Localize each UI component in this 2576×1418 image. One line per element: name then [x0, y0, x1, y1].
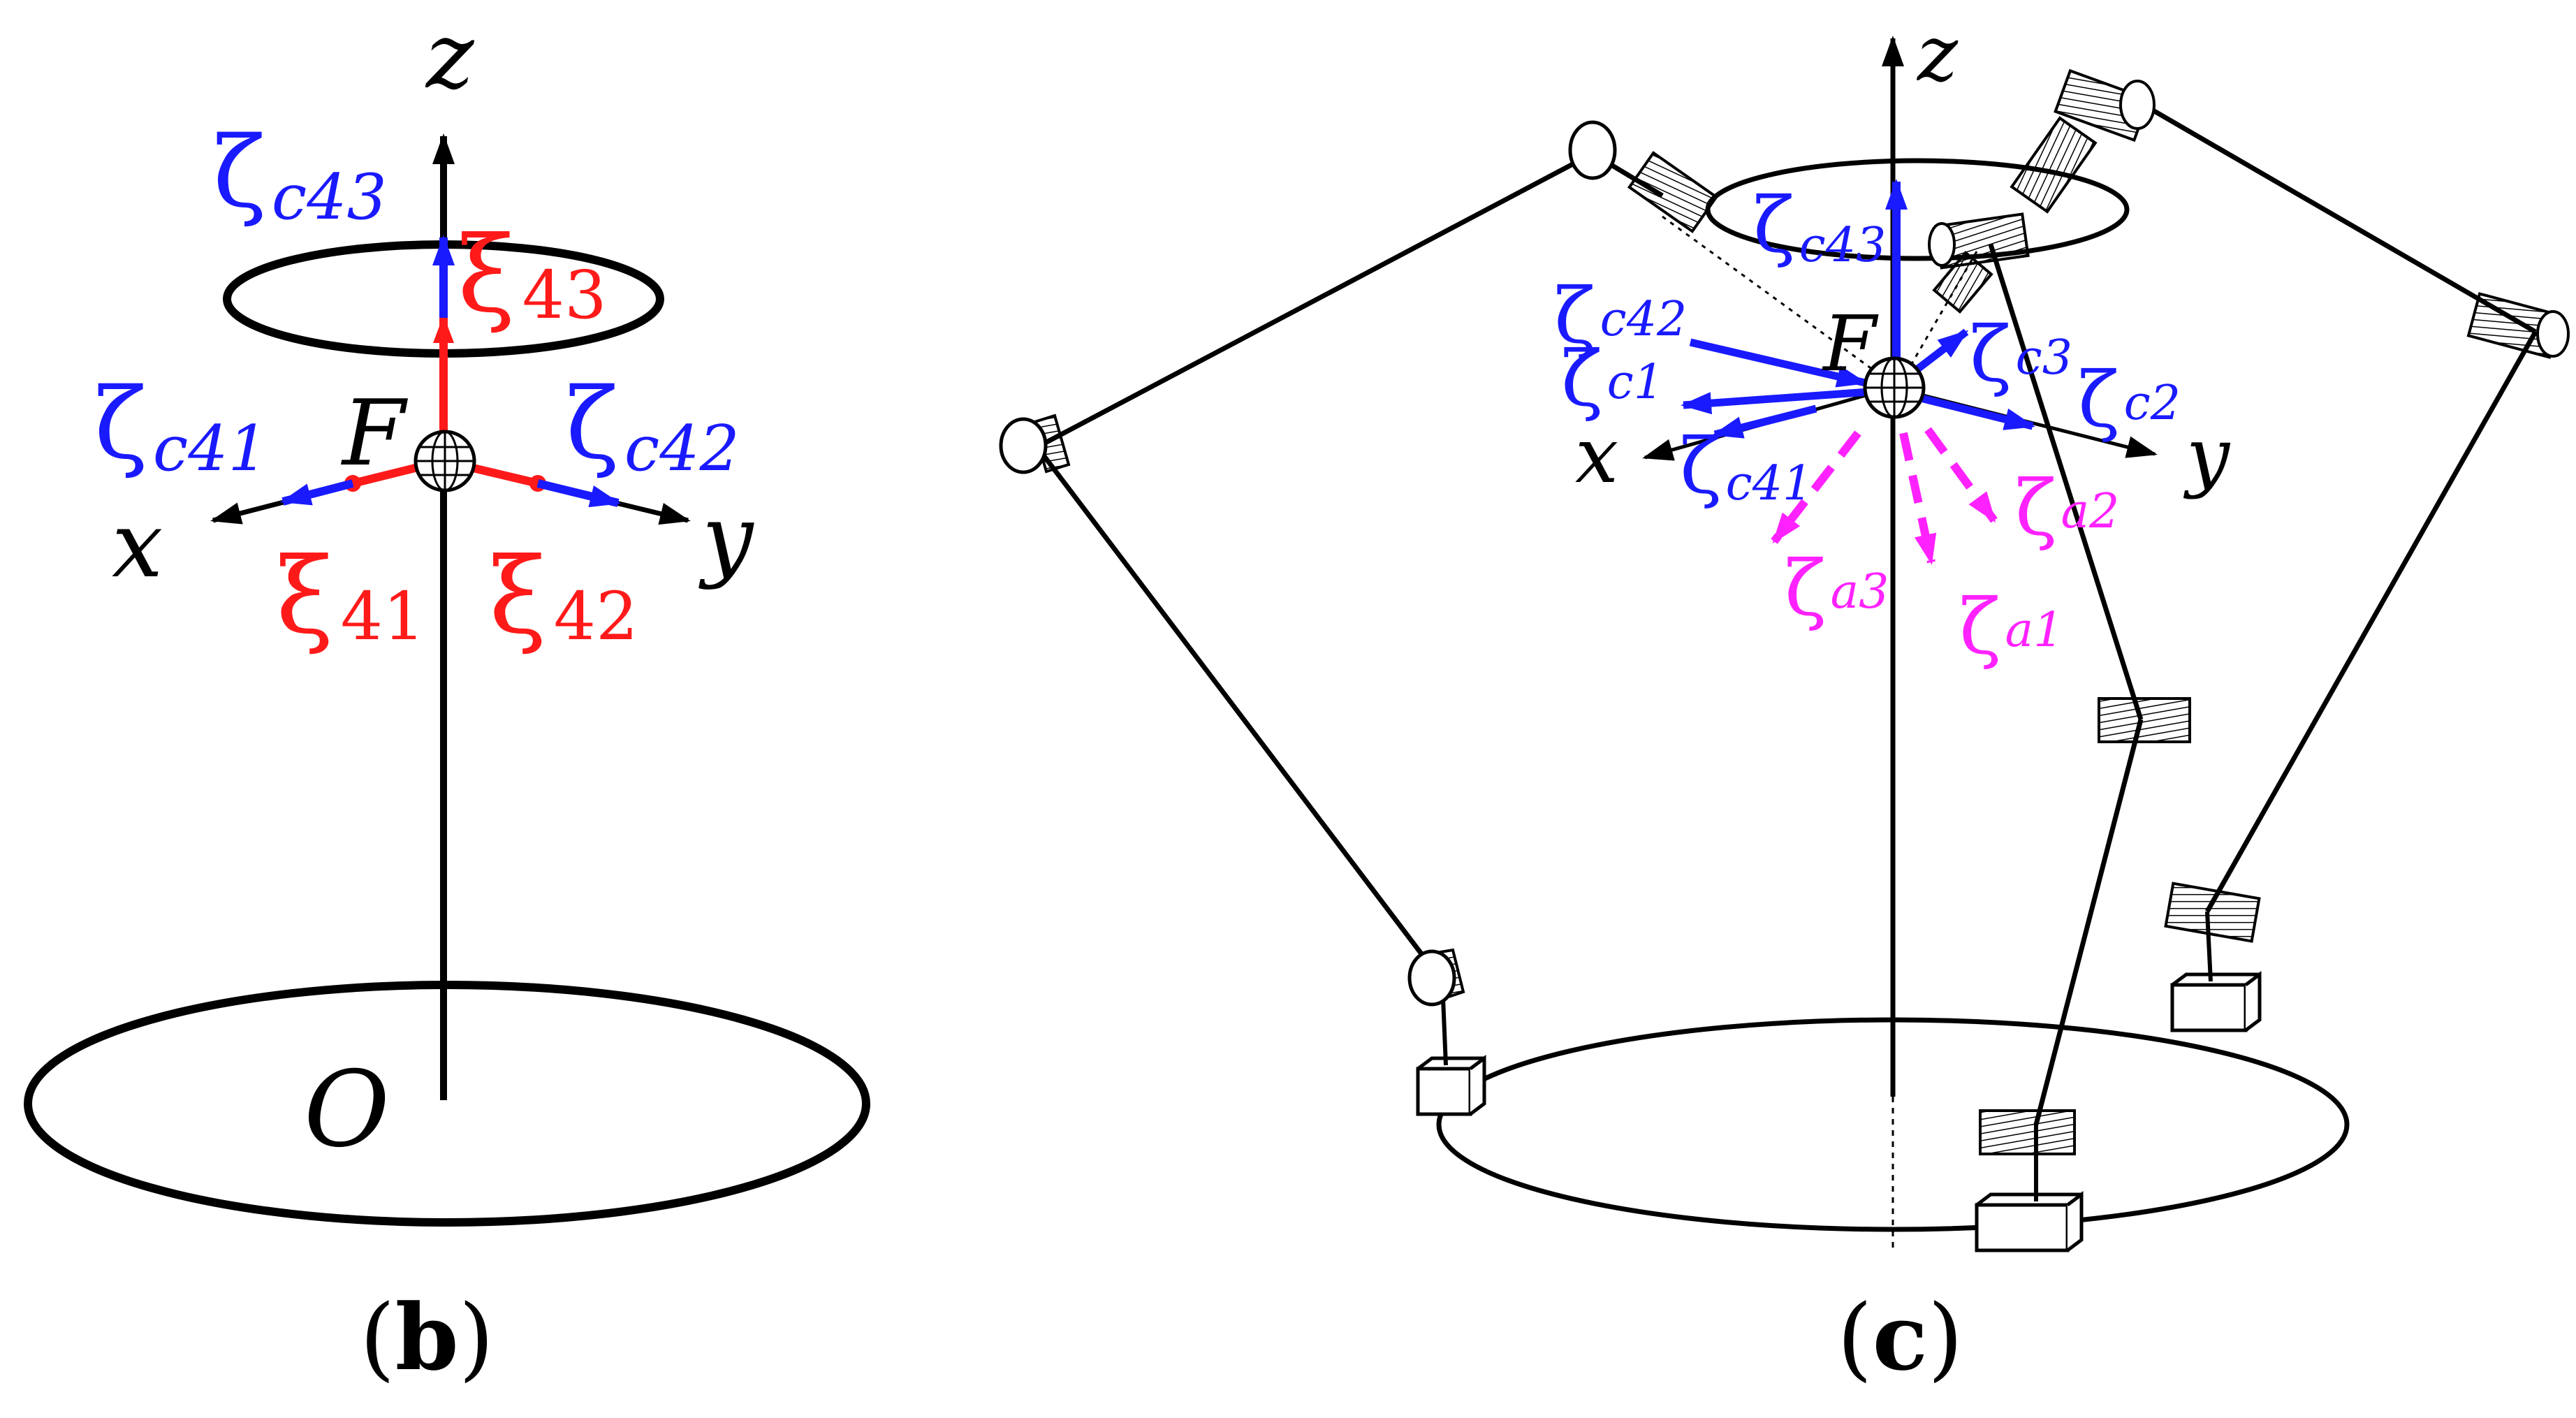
cylinder-right-outer-top [2466, 292, 2570, 359]
c-zeta-a1-label: ζa1 [1959, 582, 2063, 671]
c-zeta-c42-label: ζc42 [1554, 271, 1687, 360]
c-zeta-c43-label: ζc43 [1753, 180, 1886, 273]
panel-c: z x y F ζc43 ζc42 ζc1 ζc41 ζc3 ζc2 ζa2 ζ… [999, 9, 2570, 1391]
b-zeta-c43-label: ζc43 [213, 116, 387, 234]
c-zeta-a1-vector [1899, 432, 1937, 565]
c-guide-line-1 [1662, 215, 1894, 386]
cylinder-top-right-1 [2054, 68, 2156, 142]
cylinder-top-right-2 [2010, 116, 2098, 214]
b-zeta-c42-label: ζc42 [566, 367, 740, 485]
c-zeta-c41-vector [1712, 404, 1817, 439]
c-zeta-c41-label: ζc41 [1680, 421, 1813, 511]
block-left [1416, 1055, 1486, 1116]
c-zeta-c1-label: ζc1 [1561, 334, 1664, 423]
c-axis-y-label: y [2183, 411, 2231, 500]
c-zeta-c3-label: ζc3 [1970, 309, 2072, 399]
c-guide-line-2 [1898, 251, 1978, 385]
c-axis-x-label: x [1575, 411, 1618, 500]
b-caption: (b) [360, 1284, 494, 1391]
c-zeta-a2-label: ζa2 [2015, 463, 2119, 553]
cylinder-right-inner-middle [2098, 697, 2191, 743]
cylinder-left-top [1627, 151, 1719, 233]
b-axis-z-label: z [425, 3, 475, 109]
leg-right-outer [2136, 98, 2538, 982]
c-axis-z-label: z [1916, 9, 1959, 98]
cylinder-right-outer-bottom [2164, 882, 2261, 943]
c-caption: (c) [1837, 1284, 1963, 1391]
cylinder-right-inner-bottom [1979, 1109, 2076, 1155]
c-point-f-label: F [1822, 299, 1879, 388]
c-zeta-c42-vector [1689, 338, 1868, 388]
joint-left-bottom [1407, 948, 1465, 1007]
c-zeta-a3-label: ζa3 [1785, 543, 1889, 633]
b-point-f-label: F [341, 380, 409, 486]
b-axis-y-label: y [698, 485, 754, 591]
b-point-o-label: O [304, 1049, 390, 1171]
joint-left-top [1568, 120, 1617, 180]
point-f-globe-icon [416, 432, 474, 490]
block-right-outer [2170, 971, 2262, 1032]
c-zeta-a3-vector [1771, 430, 1861, 544]
block-right-inner [1975, 1191, 2084, 1252]
b-zeta-c41-label: ζc41 [94, 367, 268, 485]
c-zeta-c1-vector [1681, 387, 1880, 415]
joint-left-middle [999, 414, 1071, 474]
cylinder-inner-top [1928, 212, 2030, 270]
b-axis-x-label: x [112, 492, 163, 598]
c-zeta-c2-vector [1905, 390, 2035, 430]
cylinder-inner-small [1932, 250, 1993, 314]
zeta-c42-vector [536, 479, 621, 508]
c-zeta-c2-label: ζc2 [2078, 355, 2181, 444]
c-zeta-a2-vector [1924, 427, 1998, 523]
zeta-c41-vector [280, 479, 354, 506]
